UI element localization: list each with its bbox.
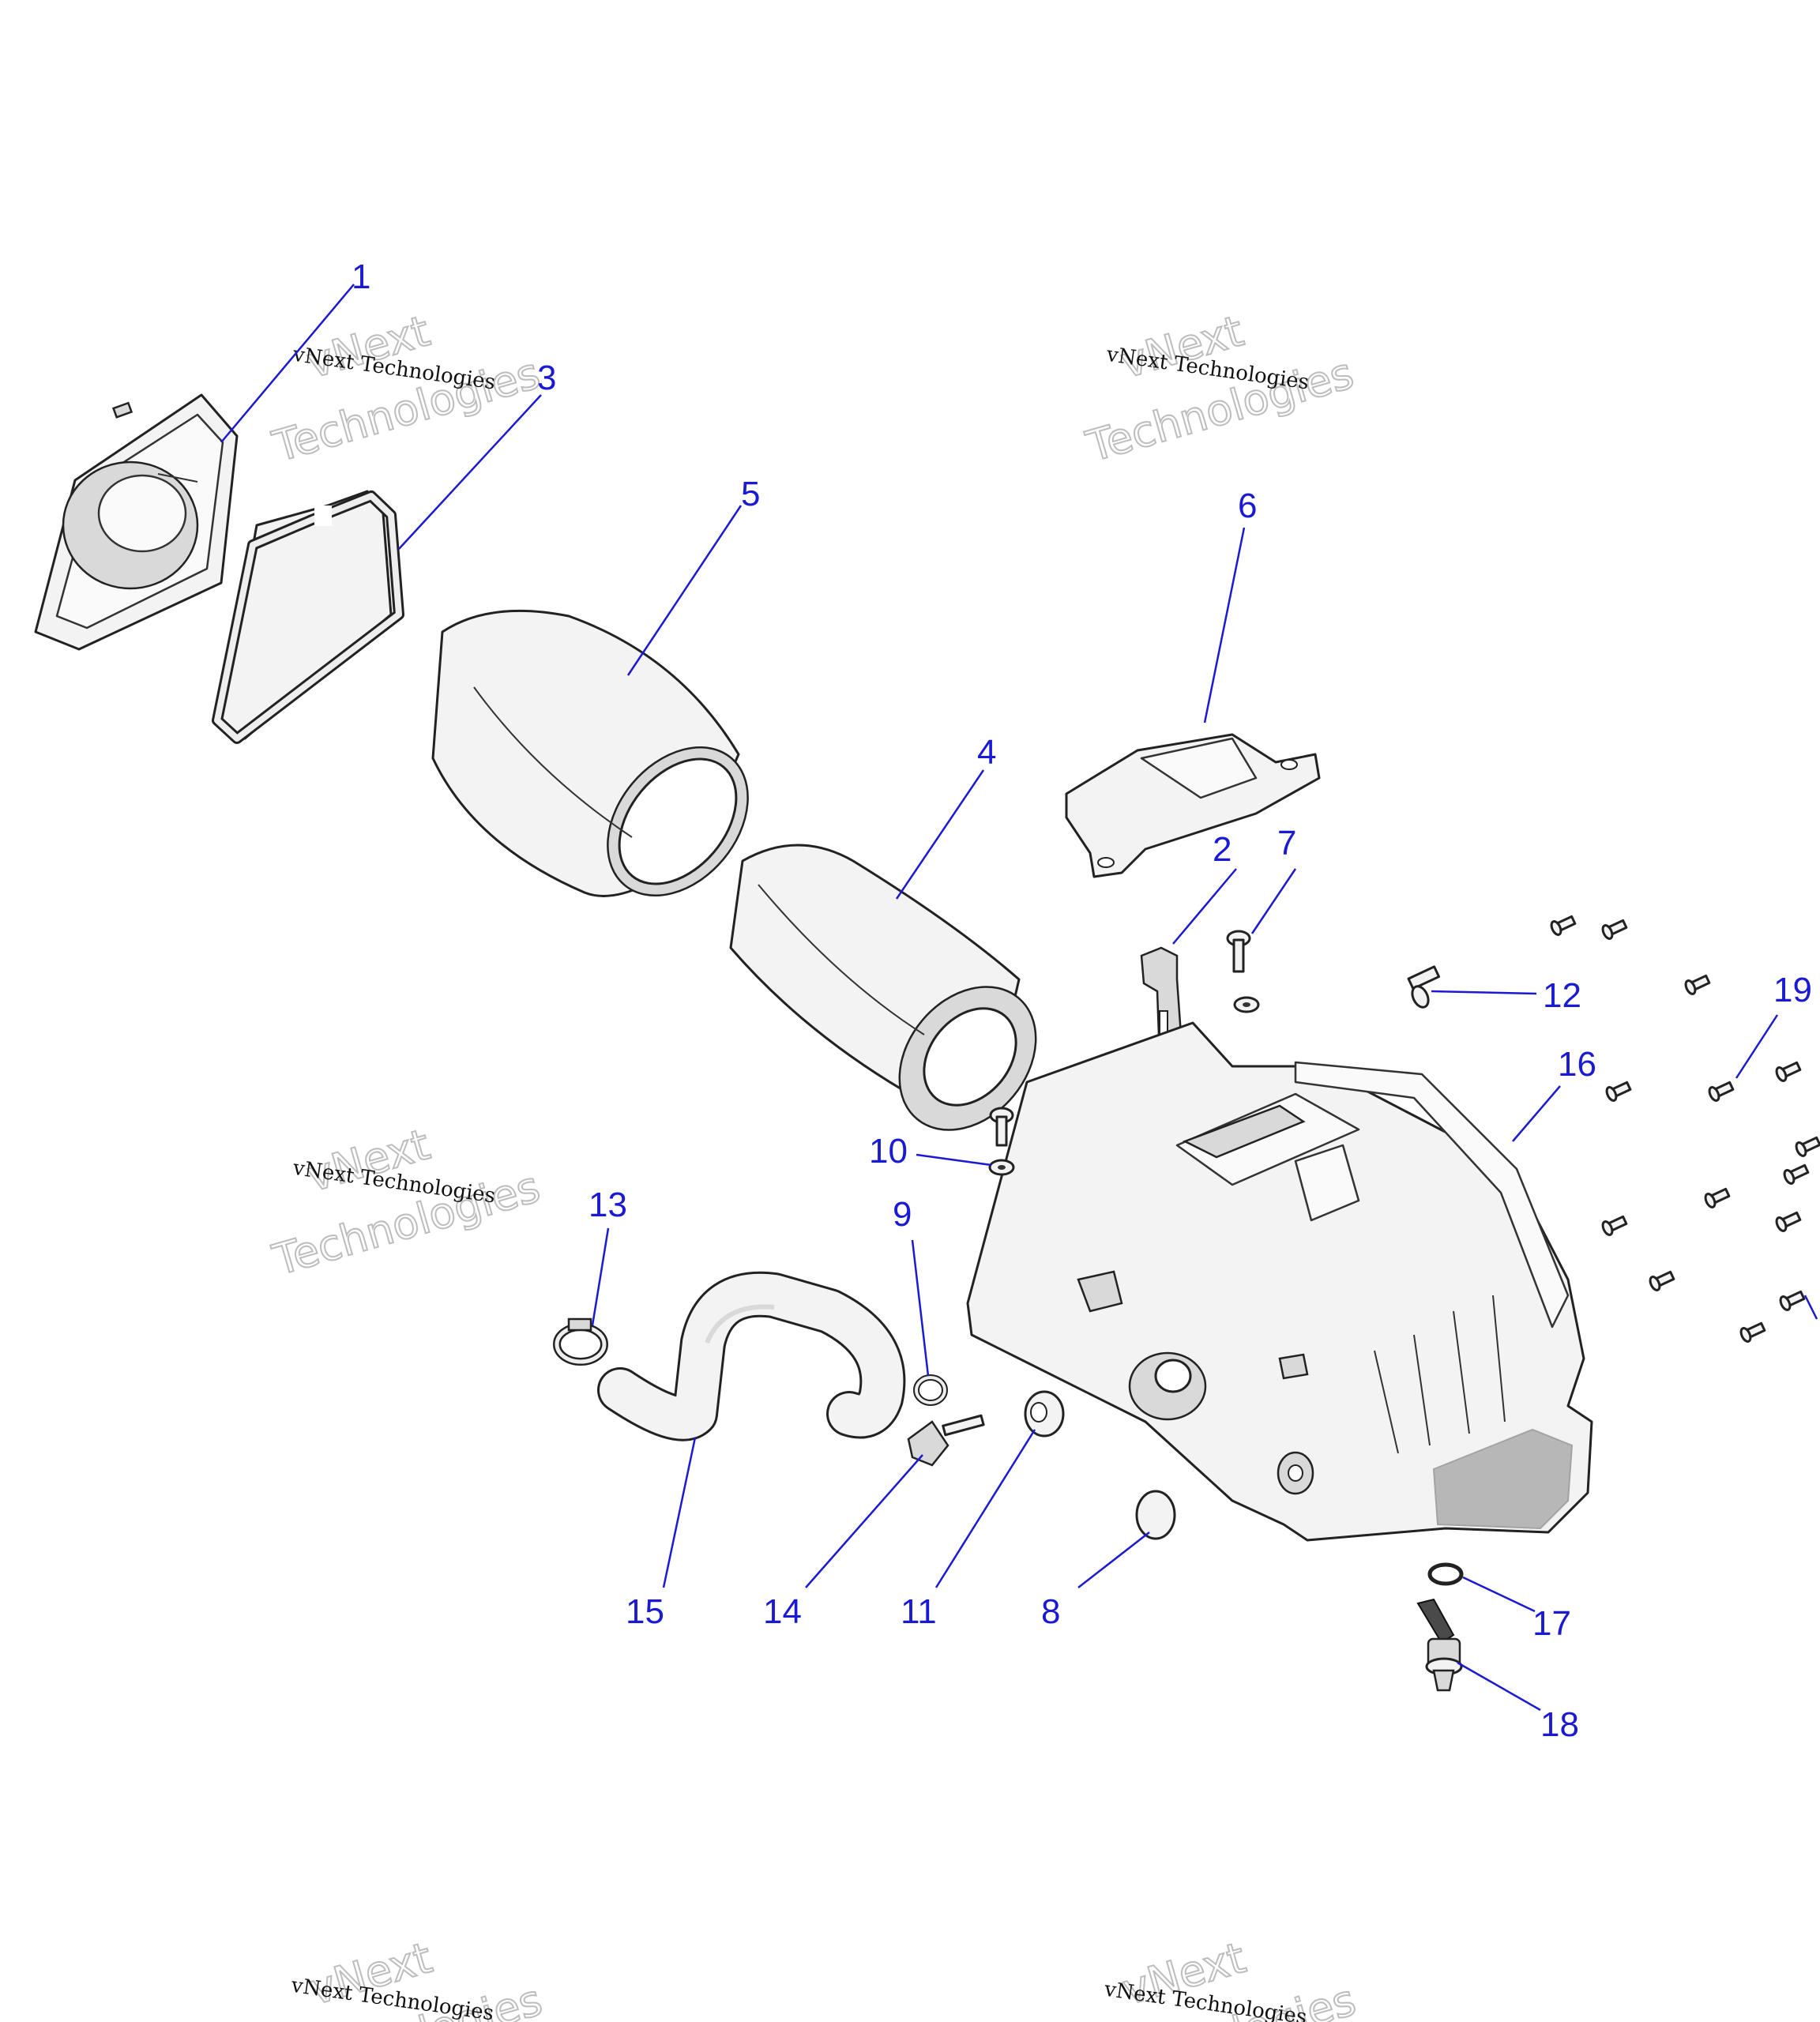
leader-6 bbox=[1203, 527, 1246, 723]
part-17-oring bbox=[1427, 1562, 1464, 1586]
leader-10 bbox=[916, 1153, 992, 1167]
part-19-screws bbox=[1550, 915, 1820, 1343]
leader-15 bbox=[662, 1437, 697, 1588]
callout-13: 13 bbox=[588, 1186, 627, 1224]
part-16-airbox-housing bbox=[966, 1021, 1593, 1542]
leader-13 bbox=[591, 1227, 610, 1326]
callout-18: 18 bbox=[1540, 1705, 1579, 1744]
leader-2 bbox=[1172, 868, 1237, 945]
leader-17 bbox=[1462, 1576, 1536, 1613]
callout-7: 7 bbox=[1277, 824, 1296, 863]
callout-8: 8 bbox=[1041, 1592, 1060, 1631]
callout-19: 19 bbox=[1773, 971, 1812, 1009]
leader-19 bbox=[1735, 1014, 1779, 1079]
callout-1: 1 bbox=[352, 257, 370, 296]
part-13-clamp bbox=[553, 1317, 608, 1366]
callout-17: 17 bbox=[1532, 1604, 1571, 1643]
part-12-bolt bbox=[1407, 965, 1441, 1009]
part-4-filter-element bbox=[729, 844, 1037, 1131]
part-6-bracket-cover bbox=[1065, 733, 1321, 878]
part-5-prefilter bbox=[431, 609, 749, 897]
callout-14: 14 bbox=[763, 1592, 802, 1631]
part-15-hose bbox=[597, 1271, 906, 1441]
leader-18 bbox=[1457, 1661, 1541, 1712]
leader-19b bbox=[1803, 1295, 1818, 1320]
callout-5: 5 bbox=[741, 475, 760, 513]
leader-4 bbox=[895, 769, 985, 900]
callout-12: 12 bbox=[1543, 976, 1581, 1015]
callout-10: 10 bbox=[869, 1132, 908, 1171]
callout-labels: 1 2 3 4 5 6 7 8 9 10 11 12 13 14 15 16 1… bbox=[352, 257, 1812, 1744]
part-18-drain-valve bbox=[1416, 1598, 1463, 1692]
leader-1 bbox=[220, 284, 355, 443]
leader-9 bbox=[911, 1239, 930, 1377]
part-14-fitting bbox=[907, 1414, 985, 1467]
leader-lines bbox=[220, 284, 1818, 1712]
leader-5 bbox=[626, 505, 743, 676]
callout-15: 15 bbox=[626, 1592, 664, 1631]
callout-2: 2 bbox=[1213, 830, 1232, 869]
part-11-grommet bbox=[1024, 1390, 1065, 1438]
part-3-seal bbox=[212, 490, 404, 744]
part-7-bolt bbox=[1226, 930, 1260, 1013]
callout-16: 16 bbox=[1558, 1045, 1596, 1084]
callout-9: 9 bbox=[893, 1195, 912, 1234]
leader-11 bbox=[934, 1429, 1036, 1588]
leader-3 bbox=[398, 394, 542, 550]
leader-12 bbox=[1431, 990, 1537, 995]
leader-16 bbox=[1512, 1085, 1561, 1142]
leader-7 bbox=[1250, 868, 1297, 934]
callout-6: 6 bbox=[1238, 487, 1257, 525]
leader-14 bbox=[805, 1454, 923, 1588]
part-9-clamp bbox=[913, 1374, 948, 1406]
callout-11: 11 bbox=[901, 1592, 937, 1631]
part-1-intake-cover bbox=[34, 393, 239, 651]
callout-3: 3 bbox=[537, 359, 556, 397]
leader-8 bbox=[1077, 1532, 1150, 1588]
part-8-plug bbox=[1135, 1490, 1176, 1540]
callout-4: 4 bbox=[977, 733, 996, 772]
part-10-bolt bbox=[988, 1107, 1015, 1176]
